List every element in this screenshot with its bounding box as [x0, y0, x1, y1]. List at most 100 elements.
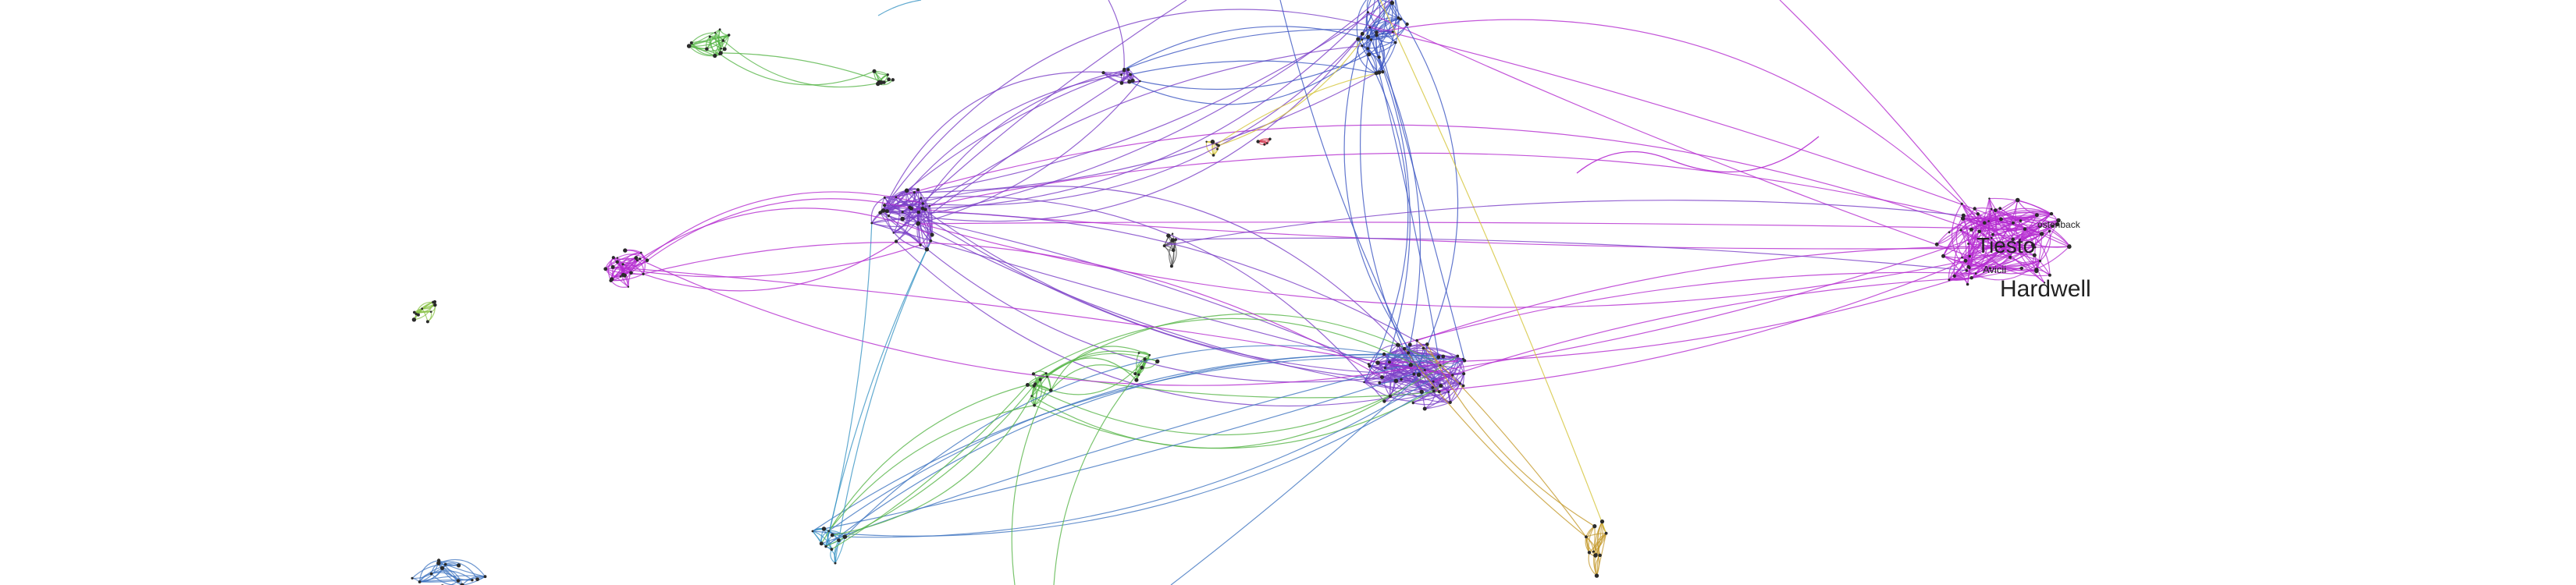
- graph-node: [2051, 225, 2055, 228]
- graph-node: [623, 248, 628, 253]
- graph-node: [1604, 531, 1608, 535]
- graph-node: [2043, 282, 2046, 284]
- graph-node: [1441, 354, 1446, 359]
- graph-node: [1391, 30, 1394, 34]
- graph-edge: [1952, 203, 1967, 271]
- graph-edge: [622, 252, 642, 265]
- graph-edge: [2015, 200, 2051, 276]
- graph-node: [411, 576, 414, 580]
- graph-edge: [1948, 208, 1976, 233]
- graph-node: [1999, 217, 2003, 222]
- graph-node: [1375, 360, 1380, 365]
- graph-edge: [431, 573, 463, 585]
- graph-node: [1268, 137, 1272, 141]
- graph-edge: [1954, 198, 1990, 277]
- graph-node: [1256, 140, 1260, 144]
- graph-node: [1119, 81, 1124, 85]
- graph-edge: [1379, 57, 1421, 353]
- graph-node: [1375, 34, 1379, 37]
- graph-edge: [1948, 231, 1980, 281]
- graph-node: [2011, 237, 2015, 242]
- graph-node: [1367, 363, 1370, 366]
- graph-edge: [1576, 151, 1671, 174]
- graph-node: [642, 272, 645, 275]
- graph-edge: [1988, 207, 2051, 222]
- graph-edge: [895, 197, 1397, 381]
- graph-edge: [1034, 353, 1158, 385]
- graph-edge: [1368, 12, 1970, 257]
- graph-node: [883, 196, 886, 199]
- graph-node: [689, 41, 693, 44]
- graph-node: [1993, 208, 1998, 212]
- graph-edge: [637, 260, 645, 275]
- graph-node: [929, 239, 933, 243]
- graph-node: [1461, 384, 1465, 388]
- graph-node: [1130, 78, 1135, 83]
- graph-node: [1451, 374, 1454, 377]
- graph-edge: [922, 12, 1368, 209]
- graph-edge: [871, 218, 919, 224]
- graph-node: [2055, 222, 2059, 227]
- graph-edge: [917, 73, 1131, 225]
- graph-edge: [1596, 521, 1603, 576]
- graph-labels: Hardwell Tiesto Avicii ostenback: [1976, 219, 2091, 302]
- graph-node: [1380, 375, 1384, 380]
- graph-node: [1961, 216, 1966, 221]
- graph-edge: [1050, 364, 1136, 391]
- graph-edge: [613, 266, 1453, 376]
- graph-edge: [918, 69, 1129, 213]
- graph-node: [1963, 258, 1968, 263]
- graph-node: [916, 210, 921, 214]
- graph-edge: [914, 73, 1377, 193]
- graph-node: [611, 256, 615, 260]
- graph-node: [1381, 70, 1385, 74]
- graph-node: [2039, 225, 2041, 228]
- graph-edge: [870, 197, 885, 224]
- graph-node: [2056, 218, 2061, 223]
- graph-node: [720, 48, 722, 50]
- graph-node: [2067, 244, 2072, 250]
- graph-node: [1123, 67, 1126, 71]
- graph-node: [1031, 372, 1035, 376]
- graph-node: [1205, 140, 1208, 143]
- graph-edge: [1369, 27, 2042, 235]
- graph-node: [1400, 378, 1403, 381]
- graph-edge: [834, 537, 845, 564]
- graph-edge: [828, 354, 1439, 532]
- graph-edge: [719, 29, 729, 36]
- graph-node: [1140, 365, 1144, 370]
- graph-node: [842, 534, 848, 539]
- graph-node: [713, 53, 717, 58]
- graph-edge: [1170, 374, 1421, 585]
- graph-edge: [1368, 348, 1458, 365]
- graph-node: [1212, 154, 1215, 157]
- graph-node: [2032, 253, 2037, 257]
- graph-node: [834, 562, 837, 565]
- graph-edge: [1593, 533, 1607, 576]
- graph-node: [425, 320, 429, 324]
- graph-node: [1969, 276, 1973, 280]
- graph-edge: [893, 45, 1362, 233]
- graph-node: [1439, 383, 1443, 388]
- graph-edge: [1368, 344, 1398, 367]
- graph-node: [609, 278, 613, 282]
- graph-edge: [1962, 233, 2042, 258]
- graph-node: [603, 267, 608, 271]
- graph-edge: [1379, 72, 1439, 357]
- graph-edge: [1382, 364, 1411, 378]
- graph-node: [1941, 254, 1945, 258]
- graph-node: [1366, 11, 1369, 14]
- graph-node: [1162, 244, 1166, 247]
- graph-node: [2019, 219, 2023, 222]
- graph-edge: [1968, 246, 2001, 268]
- graph-node: [1408, 363, 1414, 367]
- graph-edge: [1027, 356, 1458, 436]
- graph-node: [635, 259, 639, 262]
- graph-node: [1960, 202, 1963, 205]
- graph-edge: [611, 257, 636, 280]
- graph-node: [2012, 221, 2015, 225]
- graph-edge: [1432, 277, 1972, 382]
- graph-edge: [1424, 381, 1436, 410]
- graph-edge: [1948, 226, 2041, 281]
